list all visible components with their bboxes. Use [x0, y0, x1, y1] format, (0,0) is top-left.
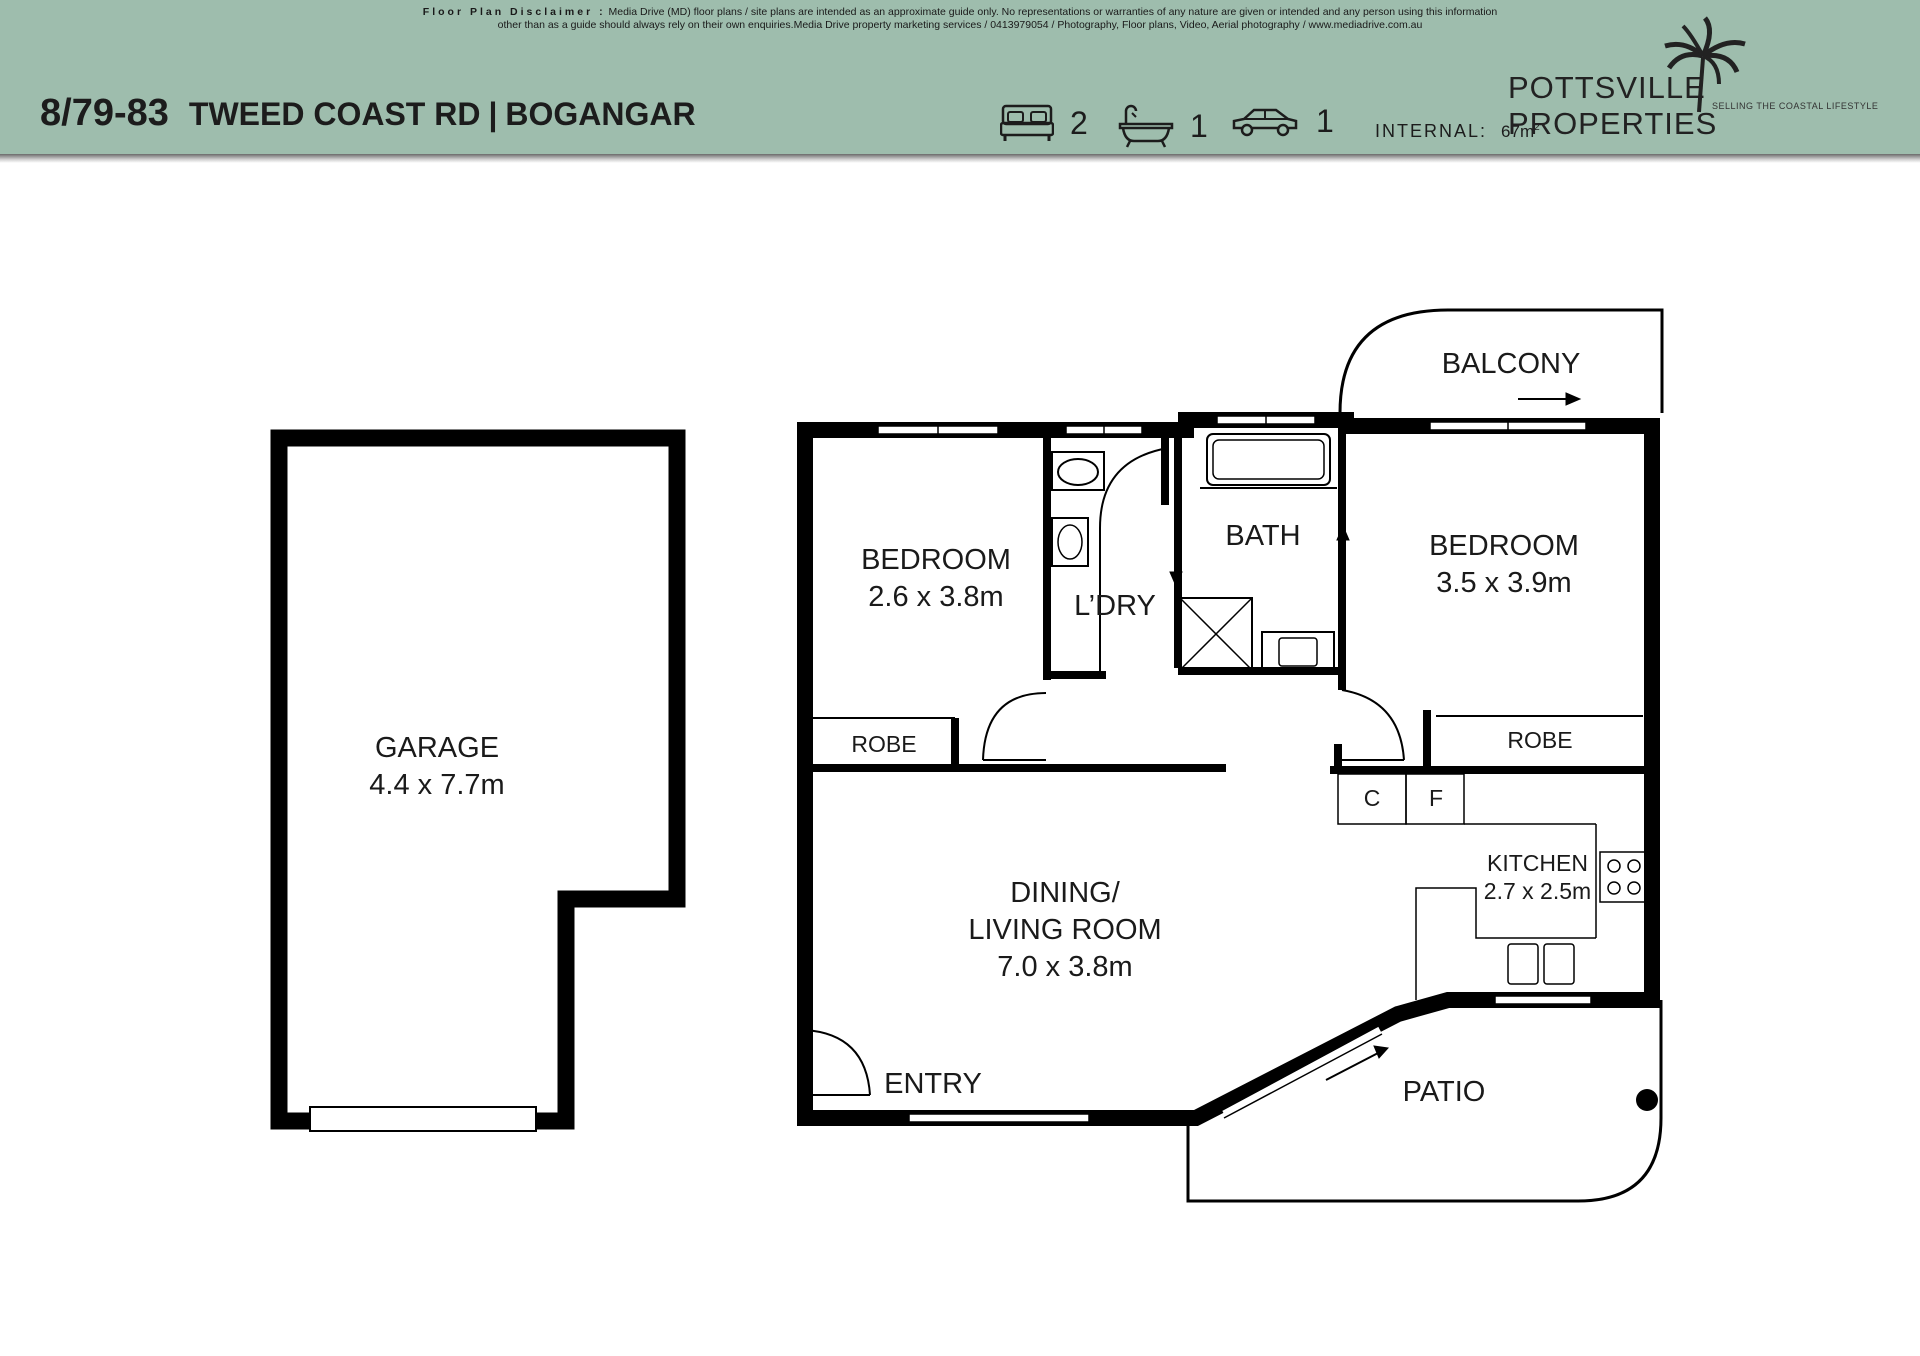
bed-icon: [1000, 104, 1054, 141]
kitchen-name: KITCHEN: [1487, 850, 1588, 876]
bathroom-count-value: 1: [1190, 107, 1208, 144]
logo-name: POTTSVILLE PROPERTIES: [1508, 70, 1718, 141]
living-room-name: DINING/: [1010, 877, 1120, 909]
internal-area-label: INTERNAL:: [1375, 121, 1488, 141]
disclaimer-line-2: other than as a guide should always rely…: [497, 19, 1423, 31]
address-separator: |: [488, 96, 498, 132]
laundry-label: L’DRY: [1074, 590, 1156, 622]
garage-label: GARAGE 4.4 x 7.7m: [337, 730, 537, 804]
bathroom-count: 1: [1118, 103, 1208, 149]
garage-walls: [270, 429, 686, 1130]
entry-label: ENTRY: [884, 1068, 982, 1100]
bedroom-2-label: BEDROOM 3.5 x 3.9m: [1404, 528, 1604, 602]
address-unit: 8/79-83: [40, 92, 169, 134]
bedroom-2-name: BEDROOM: [1429, 530, 1579, 562]
kitchen-label: KITCHEN 2.7 x 2.5m: [1470, 849, 1605, 905]
living-room-name-2: LIVING ROOM: [968, 914, 1162, 946]
patio-label: PATIO: [1402, 1076, 1486, 1108]
bath-icon: [1118, 104, 1174, 148]
garage-name: GARAGE: [374, 732, 500, 764]
palm-tree-icon: [1664, 16, 1746, 113]
living-room-size: 7.0 x 3.8m: [997, 951, 1133, 983]
internal-area: INTERNAL: 67m2: [1375, 121, 1542, 142]
car-icon: [1232, 108, 1298, 136]
header-banner: [0, 0, 1920, 154]
garage-size: 4.4 x 7.7m: [369, 769, 505, 801]
balcony-outline: [1338, 308, 1664, 414]
bedroom-count-value: 2: [1070, 104, 1088, 141]
fridge-label: F: [1428, 785, 1444, 811]
property-address: 8/79-83 TWEED COAST RD|BOGANGAR: [40, 92, 696, 135]
living-room-label: DINING/ LIVING ROOM 7.0 x 3.8m: [935, 875, 1195, 986]
address-suburb: BOGANGAR: [505, 96, 696, 132]
bedroom-2-size: 3.5 x 3.9m: [1436, 567, 1572, 599]
logo-tagline: SELLING THE COASTAL LIFESTYLE: [1712, 101, 1879, 111]
bath-label: BATH: [1225, 520, 1301, 552]
patio-post: [1636, 1089, 1658, 1111]
main-exterior-wall: [797, 412, 1660, 1126]
cupboard-label: C: [1363, 785, 1381, 811]
kitchen-size: 2.7 x 2.5m: [1483, 878, 1592, 904]
robe-2-label: ROBE: [1507, 727, 1573, 753]
header-shadow: [0, 154, 1920, 163]
car-space-count-value: 1: [1316, 103, 1334, 139]
internal-area-value: 67m: [1501, 122, 1535, 141]
internal-area-unit: 2: [1534, 122, 1542, 133]
balcony-label: BALCONY: [1441, 348, 1581, 380]
disclaimer-line-1: Media Drive (MD) floor plans / site plan…: [608, 6, 1498, 18]
garage-door: [309, 1106, 537, 1132]
floor-plan-disclaimer: Floor Plan Disclaimer : Media Drive (MD)…: [300, 6, 1620, 32]
bedroom-1-label: BEDROOM 2.6 x 3.8m: [836, 542, 1036, 616]
patio-outline: [1186, 1000, 1663, 1203]
address-street: TWEED COAST RD: [188, 96, 481, 132]
bedroom-1-size: 2.6 x 3.8m: [868, 581, 1004, 613]
bedroom-count: 2: [1000, 103, 1088, 143]
car-space-count: 1: [1230, 103, 1334, 140]
disclaimer-lead: Floor Plan Disclaimer :: [422, 6, 606, 18]
robe-1-label: ROBE: [851, 731, 917, 757]
bedroom-1-name: BEDROOM: [861, 544, 1011, 576]
